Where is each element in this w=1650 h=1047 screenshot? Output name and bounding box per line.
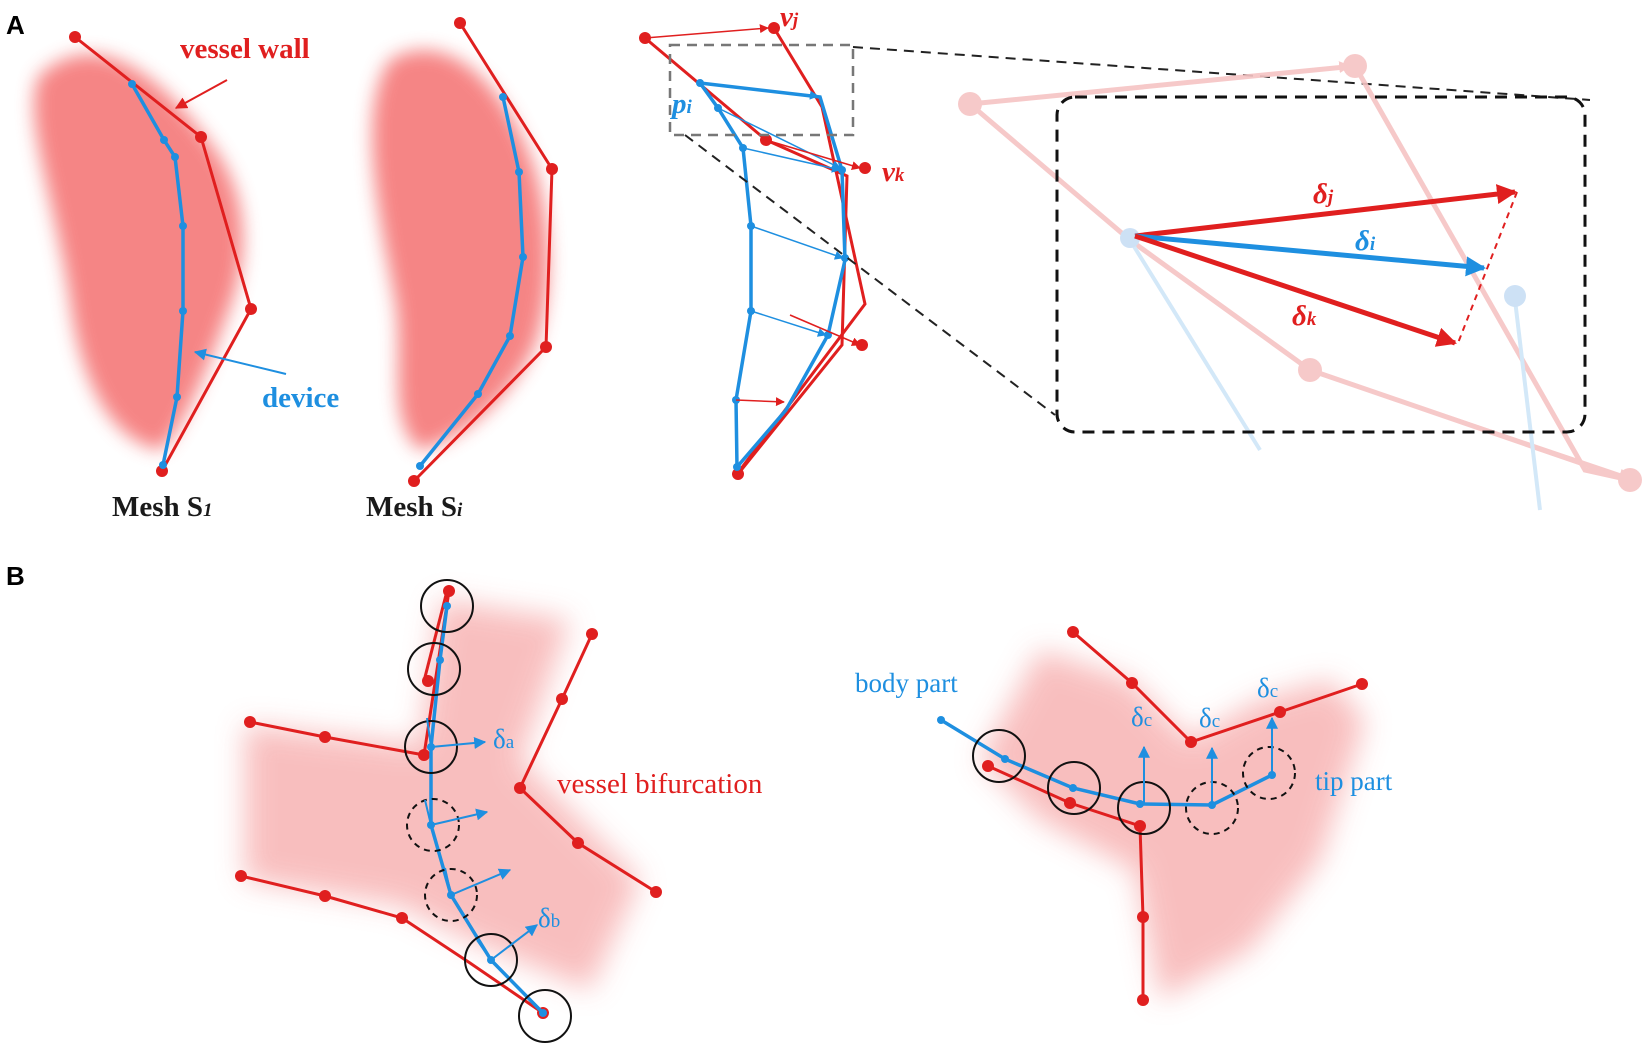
panel-label-b: B <box>6 561 25 591</box>
pi-label: pi <box>669 88 693 120</box>
vessel-wall-pointer <box>174 79 228 109</box>
contact-circles-left <box>404 579 572 1043</box>
vessel-wall-si-overlay <box>644 36 849 475</box>
vessel-wall-s1 <box>74 35 253 472</box>
bifurcation-left: δa δb vessel bifurcation <box>235 579 763 1043</box>
vj-label: vj <box>780 1 799 33</box>
delta-a-label: δa <box>493 724 515 754</box>
device-s1-overlay <box>699 81 847 469</box>
vessel-wall-left-upper <box>249 590 451 757</box>
delta-j-arrow <box>1134 184 1517 239</box>
displacement-arrows <box>644 24 861 407</box>
interp-dashed-line <box>1457 191 1518 344</box>
vessel-region-s1 <box>33 54 243 451</box>
zoom-inset: δj δi δk <box>958 54 1642 511</box>
delta-i-label: δi <box>1355 225 1376 257</box>
delta-b-label: δb <box>538 903 560 933</box>
delta-c-label-3: δc <box>1257 673 1278 703</box>
zoom-connector-top <box>852 46 1591 101</box>
normal-arrows-left <box>424 717 538 961</box>
mesh-si: Mesh Si <box>366 17 558 523</box>
delta-k-arrow <box>1134 233 1457 347</box>
inset-background-ghost <box>958 54 1642 511</box>
device-si-overlay <box>698 81 753 468</box>
device-right <box>940 718 1273 807</box>
vessel-bifurcation-label: vessel bifurcation <box>557 768 763 800</box>
mesh-s1: vessel wall device Mesh S1 <box>33 31 339 523</box>
device-si <box>418 96 525 468</box>
vessel-region-right <box>980 650 1365 1000</box>
delta-k-label: δk <box>1292 300 1317 332</box>
vessel-wall-label: vessel wall <box>180 33 310 65</box>
panel-label-a: A <box>6 10 25 40</box>
device-label: device <box>262 382 339 414</box>
mesh-overlay: vj vk pi <box>639 1 905 480</box>
delta-c-label-2: δc <box>1199 703 1220 733</box>
delta-i-arrow <box>1134 233 1486 277</box>
mesh-si-label: Mesh Si <box>366 491 463 523</box>
normal-arrows-right <box>1138 716 1278 805</box>
free-circles-left <box>406 798 478 922</box>
bifurcation-right: δc δc δc body part tip part <box>855 626 1393 1006</box>
vessel-nodes-right <box>982 626 1368 1006</box>
zoom-source-box <box>668 43 855 137</box>
delta-j-label: δj <box>1313 178 1334 210</box>
tip-part-label: tip part <box>1315 766 1393 796</box>
vessel-region-left <box>245 600 640 990</box>
body-part-label: body part <box>855 668 958 698</box>
vk-label: vk <box>882 156 905 188</box>
device-pointer <box>193 348 287 375</box>
zoom-connector-bottom <box>684 134 1056 416</box>
zoom-target-box <box>1055 95 1587 434</box>
mesh-s1-label: Mesh S1 <box>112 491 213 523</box>
delta-c-label-1: δc <box>1131 702 1152 732</box>
